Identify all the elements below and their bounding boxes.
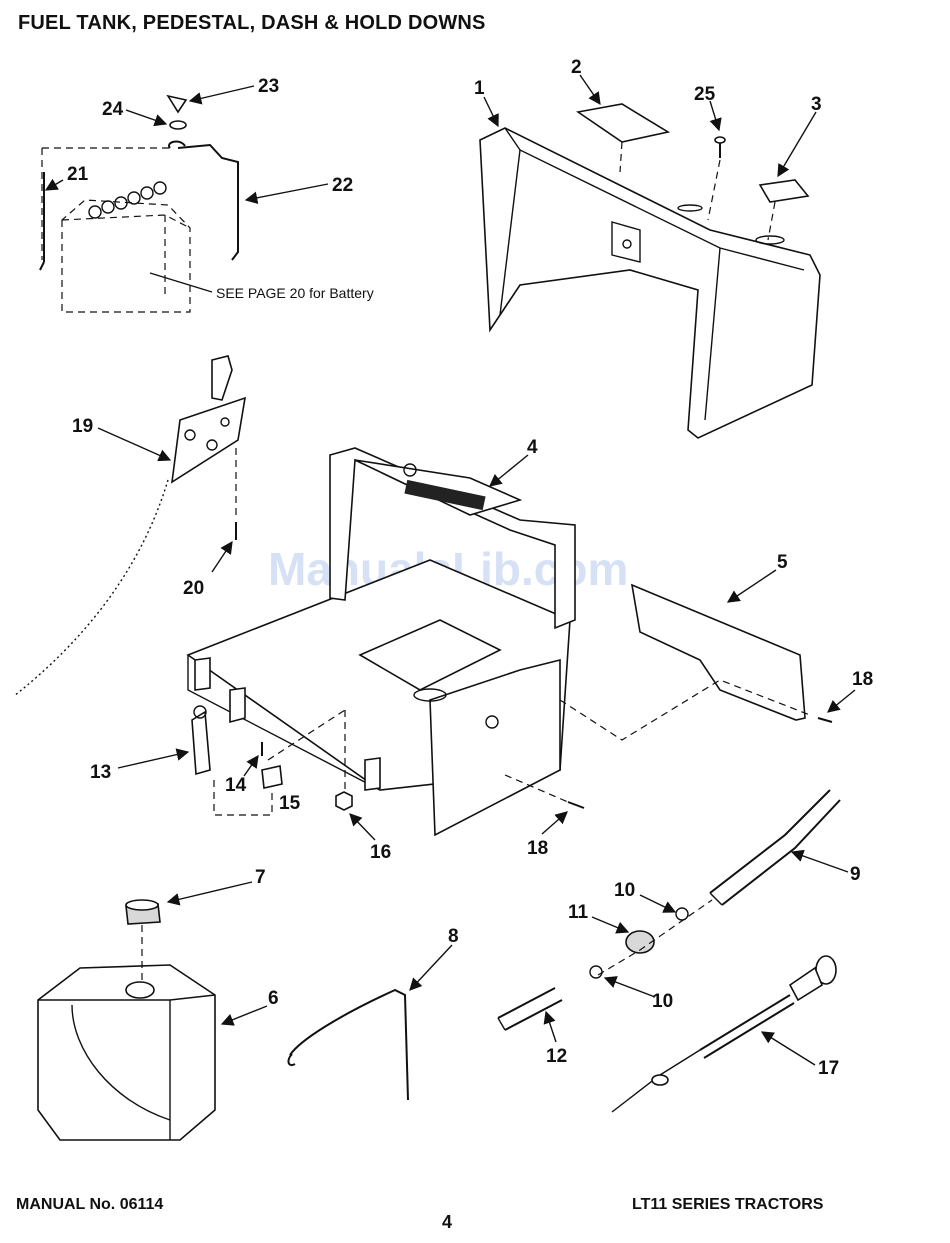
wing-nut-23 [168,96,186,112]
callout-18-right: 18 [852,669,873,690]
callout-16: 16 [370,842,391,863]
fuel-line-guide [598,900,712,975]
washer-24 [170,121,186,129]
callout-20: 20 [183,578,204,599]
decal-2-guide [620,142,622,172]
callout-2: 2 [571,57,582,78]
callout-24: 24 [102,99,124,120]
callout-14: 14 [225,775,247,796]
callout-15: 15 [279,793,301,814]
battery-note-leader [150,273,212,292]
callout-4: 4 [527,437,538,458]
decal-3-guide [768,202,775,240]
fuel-line-8 [288,990,408,1100]
callout-10-lower: 10 [652,991,673,1012]
nut-16 [336,792,352,810]
screw-18-front [568,802,584,808]
callout-1: 1 [474,78,485,99]
callout-3: 3 [811,94,822,115]
battery-note: SEE PAGE 20 for Battery [216,285,374,301]
clip-15 [262,766,282,788]
callout-13: 13 [90,762,111,783]
clamp-10-upper [676,908,688,920]
callout-23: 23 [258,76,279,97]
callout-6: 6 [268,988,279,1009]
dash-panel-1 [480,128,820,438]
decal-3 [760,180,808,202]
fuel-cap-7 [126,900,160,924]
callout-18-front: 18 [527,838,548,859]
callout-7: 7 [255,867,266,888]
callout-22: 22 [332,175,353,196]
callout-25: 25 [694,84,716,105]
bracket-13 [192,706,210,774]
battery-bracket-22 [169,142,238,260]
screw-18-right [818,718,832,722]
callout-19: 19 [72,416,93,437]
page-number: 4 [442,1212,452,1233]
battery-illustration [42,148,190,312]
choke-cable-17 [612,956,836,1112]
clamp-10-lower [590,966,602,978]
fuel-tank-6 [38,965,215,1140]
screw-25-guide [708,160,720,220]
screw-25 [715,137,725,158]
callout-11: 11 [568,902,589,923]
callout-17: 17 [818,1058,839,1079]
manual-number: MANUAL No. 06114 [16,1196,163,1214]
callout-9: 9 [850,864,861,885]
series-name: LT11 SERIES TRACTORS [632,1196,823,1214]
callout-8: 8 [448,926,459,947]
callout-21: 21 [67,164,89,185]
side-panel-5 [632,585,805,720]
throttle-control-19 [14,356,245,696]
callout-5: 5 [777,552,788,573]
hose-12 [498,988,562,1030]
hose-9 [710,790,840,905]
decal-2 [578,104,668,142]
callout-12: 12 [546,1046,567,1067]
callout-10-upper: 10 [614,880,635,901]
